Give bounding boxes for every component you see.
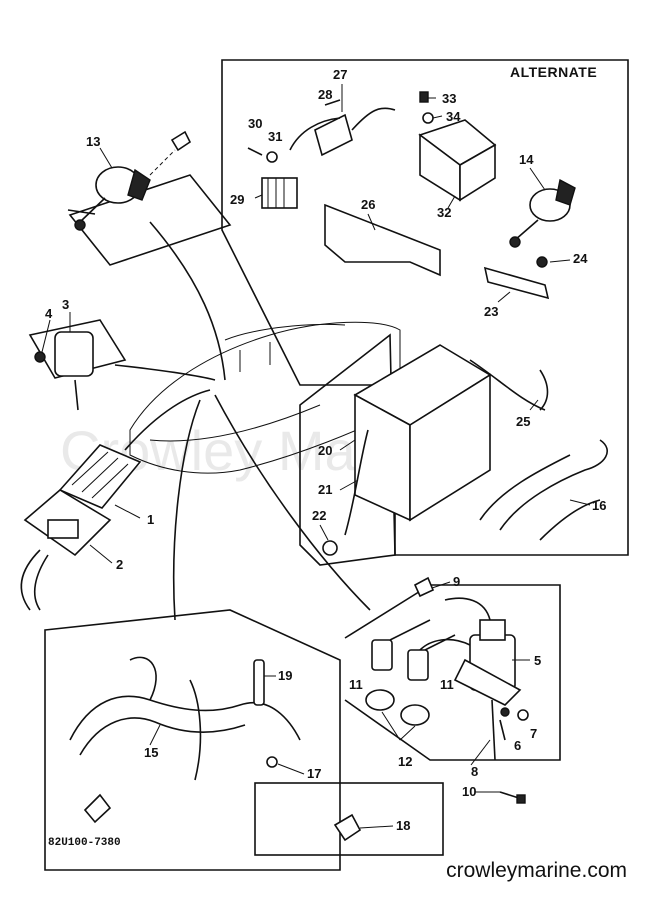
wire-8 xyxy=(491,699,496,761)
callout-20: 20 xyxy=(318,443,332,458)
callout-27: 27 xyxy=(333,67,347,82)
bolt-6 xyxy=(499,707,510,741)
screw-10 xyxy=(499,791,526,804)
callout-11a: 11 xyxy=(349,677,363,692)
callout-18: 18 xyxy=(396,818,410,833)
callout-21: 21 xyxy=(318,482,332,497)
plug-cap-11a xyxy=(371,619,431,671)
callout-7: 7 xyxy=(530,726,537,741)
callout-24: 24 xyxy=(573,251,588,266)
ignition-unit-2 xyxy=(20,489,112,611)
clamp-19 xyxy=(253,659,265,706)
key-switch-13 xyxy=(67,130,232,266)
bracket-26 xyxy=(324,203,441,277)
callout-5: 5 xyxy=(534,653,541,668)
callout-30: 30 xyxy=(248,116,262,131)
callout-3: 3 xyxy=(62,297,69,312)
callout-19: 19 xyxy=(278,668,292,683)
leader-lines xyxy=(114,221,371,621)
fuse-27 xyxy=(289,107,396,157)
callout-33: 33 xyxy=(442,91,456,106)
callout-31: 31 xyxy=(268,129,282,144)
callout-16: 16 xyxy=(592,498,606,513)
callout-25: 25 xyxy=(516,414,530,429)
nut-24 xyxy=(536,256,548,268)
plate-23 xyxy=(483,266,550,300)
plug-cap-11b xyxy=(407,634,456,681)
nut-31 xyxy=(266,151,278,163)
bracket-29 xyxy=(261,177,298,209)
drawing-code: 82U100-7380 xyxy=(48,837,121,849)
cdi-unit-1 xyxy=(58,444,142,509)
callout-15: 15 xyxy=(144,745,158,760)
callout-labels: 1 2 3 4 5 6 7 8 9 10 11 11 12 13 14 15 1… xyxy=(45,67,606,833)
coil-assembly-5 xyxy=(344,584,561,761)
callout-6: 6 xyxy=(514,738,521,753)
key-switch-14 xyxy=(509,178,576,248)
relay-3 xyxy=(28,319,127,411)
callout-12: 12 xyxy=(398,754,412,769)
callout-26: 26 xyxy=(361,197,375,212)
callout-14: 14 xyxy=(519,152,534,167)
callout-10: 10 xyxy=(462,784,476,799)
callout-13: 13 xyxy=(86,134,100,149)
callout-8: 8 xyxy=(471,764,478,779)
part-18-inset xyxy=(254,782,444,856)
bolt-30 xyxy=(247,147,263,156)
plug-12 xyxy=(365,689,430,726)
harness-16 xyxy=(479,439,608,541)
callout-11b: 11 xyxy=(440,677,454,692)
callout-9: 9 xyxy=(453,574,460,589)
screw-28 xyxy=(324,99,341,106)
footer-url[interactable]: crowleymarine.com xyxy=(446,859,627,882)
callout-28: 28 xyxy=(318,87,332,102)
callout-34: 34 xyxy=(446,109,461,124)
clamp-9 xyxy=(413,576,435,598)
callout-17: 17 xyxy=(307,766,321,781)
washer-7 xyxy=(517,709,529,721)
relay-32 xyxy=(418,119,497,202)
screw-33 xyxy=(419,91,429,103)
callout-leaders xyxy=(41,84,591,829)
washer-34 xyxy=(422,112,434,124)
harness-15 xyxy=(44,609,341,871)
callout-32: 32 xyxy=(437,205,451,220)
callout-1: 1 xyxy=(147,512,154,527)
callout-4: 4 xyxy=(45,306,53,321)
callout-2: 2 xyxy=(116,557,123,572)
battery-box xyxy=(299,333,549,566)
alternate-label: ALTERNATE xyxy=(510,64,597,80)
callout-22: 22 xyxy=(312,508,326,523)
callout-23: 23 xyxy=(484,304,498,319)
callout-29: 29 xyxy=(230,192,244,207)
clip-17 xyxy=(266,756,278,768)
